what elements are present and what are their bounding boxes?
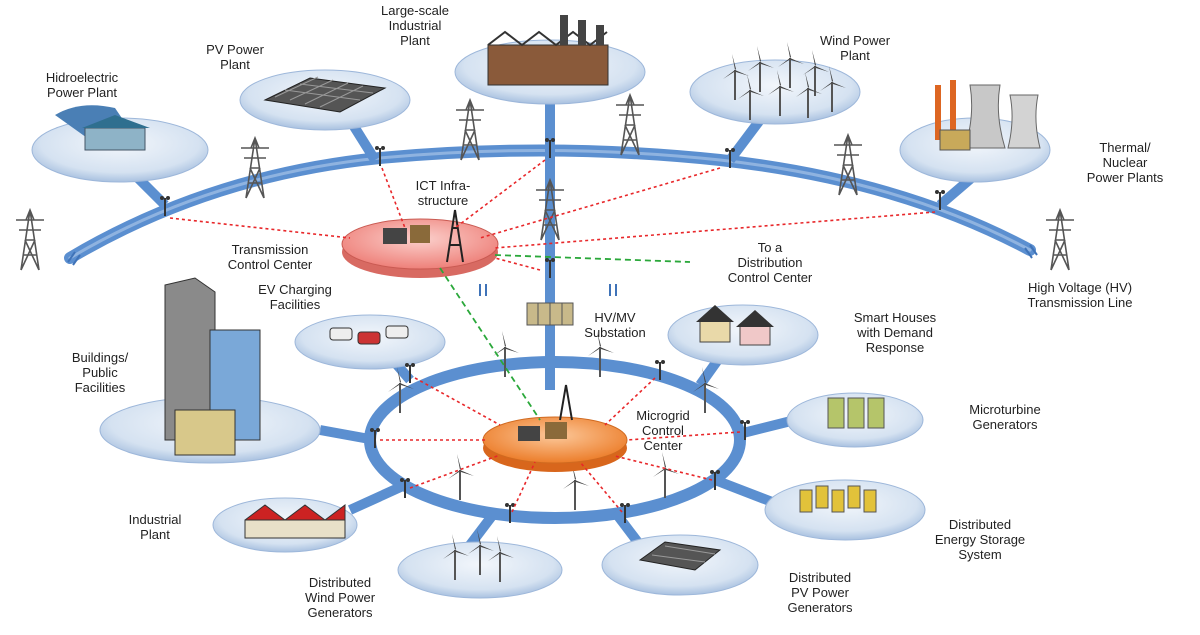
hydro-plant-icon xyxy=(55,105,150,151)
industrial-plant-icon xyxy=(244,504,346,539)
ict-links xyxy=(169,159,936,513)
label-hv-line: High Voltage (HV) Transmission Line xyxy=(1027,280,1133,310)
distribution-links xyxy=(439,254,691,421)
transmission-control-center xyxy=(341,209,499,278)
label-pv-power-plant: PV Power Plant xyxy=(206,42,264,72)
line-break-markers xyxy=(67,244,1038,296)
label-substation: HV/MV Substation xyxy=(584,310,646,340)
label-buildings: Buildings/ Public Facilities xyxy=(71,350,129,395)
microturbine-icon xyxy=(827,397,885,429)
cooling-tower-icon xyxy=(935,80,1041,151)
label-dist-pv: Distributed PV Power Generators xyxy=(787,570,853,615)
label-industrial-plant: Industrial Plant xyxy=(128,512,182,542)
substation-icon xyxy=(526,302,574,326)
house-icon xyxy=(696,305,774,346)
label-dist-wind: Distributed Wind Power Generators xyxy=(304,575,376,620)
distributed-pv-icon xyxy=(638,541,722,571)
label-thermal-nuclear: Thermal/ Nuclear Power Plants xyxy=(1086,140,1164,185)
label-microturbine: Microturbine Generators xyxy=(969,402,1041,432)
factory-icon xyxy=(487,15,609,86)
label-storage: Distributed Energy Storage System xyxy=(934,517,1026,562)
label-ict: ICT Infra- structure xyxy=(415,178,471,208)
label-microgrid-cc: Microgrid Control Center xyxy=(636,408,690,453)
label-smart-houses: Smart Houses with Demand Response xyxy=(853,310,937,355)
label-transmission-cc: Transmission Control Center xyxy=(227,242,313,272)
pv-power-plant-icon xyxy=(263,76,387,113)
ev-car-icon xyxy=(329,325,409,345)
microgrid-control-center xyxy=(482,384,628,472)
label-wind-power-plant: Wind Power Plant xyxy=(819,33,891,63)
label-to-distribution: To a Distribution Control Center xyxy=(727,240,813,285)
battery-icon xyxy=(799,485,877,513)
building-icon xyxy=(164,277,261,456)
label-large-industrial: Large-scale Industrial Plant xyxy=(381,3,449,48)
label-ev-charging: EV Charging Facilities xyxy=(258,282,332,312)
label-hydro-plant: Hidroelectric Power Plant xyxy=(45,70,119,100)
